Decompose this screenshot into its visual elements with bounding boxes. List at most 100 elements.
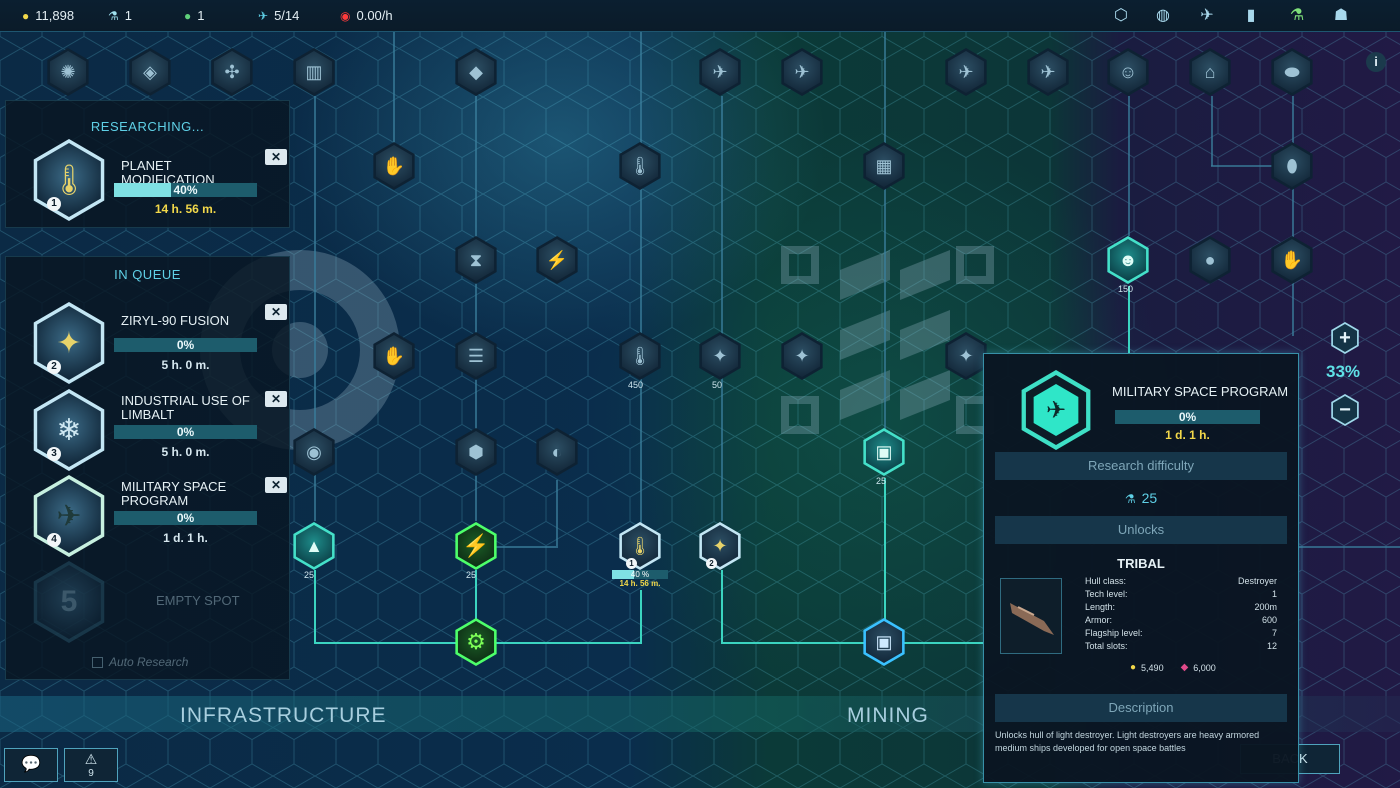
active-line	[721, 642, 983, 644]
research-icon[interactable]: ⚗	[1289, 7, 1305, 24]
description-header: Description	[995, 694, 1287, 722]
queue-index-badge: 2	[706, 558, 717, 569]
tree-line	[640, 30, 642, 525]
military-space-program-icon: ✈	[1021, 370, 1091, 450]
queue-index-badge: 3	[47, 447, 61, 461]
auto-research-checkbox[interactable]	[92, 656, 103, 668]
tree-line	[475, 96, 477, 521]
research-flask-icon: ⚗	[108, 8, 119, 23]
queue-panel: IN QUEUE ✦ 2 ZIRYL-90 FUSION 0% 5 h. 0 m…	[5, 256, 290, 680]
fleet-icon[interactable]: ✈	[1200, 7, 1214, 24]
ship-thumbnail	[1000, 578, 1062, 654]
credits-icon: ●	[22, 8, 30, 23]
ship-specs: Hull class:Destroyer Tech level:1 Length…	[1085, 575, 1277, 653]
rate-display: ◉0.00/h	[340, 8, 393, 23]
queue-index-badge: 1	[47, 197, 61, 211]
queue-item-ziryl[interactable]: ✦ 2 ZIRYL-90 FUSION 0% 5 h. 0 m. ✕	[6, 302, 291, 386]
queue-item-military[interactable]: ✈ 4 MILITARY SPACE PROGRAM 0% 1 d. 1 h. …	[6, 475, 291, 559]
research-time-left: 5 h. 0 m.	[161, 358, 210, 372]
queue-index-badge: 4	[47, 533, 61, 547]
tooltip-time: 1 d. 1 h.	[1165, 428, 1210, 442]
tech-cost-label: 150	[1118, 284, 1134, 294]
zoom-in-button[interactable]: +	[1331, 322, 1359, 354]
planet-modification-icon: 🌡	[33, 139, 105, 221]
spec-row: Length:200m	[1085, 602, 1277, 612]
zoom-out-button[interactable]: −	[1331, 394, 1359, 426]
active-line	[721, 570, 723, 644]
spec-row: Total slots:12	[1085, 641, 1277, 651]
tooltip-title: MILITARY SPACE PROGRAM	[1112, 384, 1289, 399]
spec-row: Armor:600	[1085, 615, 1277, 625]
crystal-icon: ◆	[1180, 662, 1189, 673]
tree-line	[1211, 165, 1291, 167]
ship-name: TRIBAL	[1117, 556, 1165, 571]
tree-line	[1211, 96, 1213, 166]
tech-cost-label: 50	[712, 380, 723, 390]
fleet-icon: ✈	[258, 8, 269, 23]
tree-line	[393, 30, 395, 150]
researching-panel: RESEARCHING... 🌡 1 PLANET MODIFICATION 4…	[5, 100, 290, 228]
tree-line	[1298, 546, 1400, 548]
resource-bar: ●11,898 ⚗1 ●1 ✈5/14 ◉0.00/h ⬡ ◍ ✈ ▮ ⚗ ☗	[0, 0, 1400, 32]
research-tooltip: ✈ MILITARY SPACE PROGRAM 0% 1 d. 1 h. Re…	[983, 353, 1299, 783]
spec-row: Tech level:1	[1085, 589, 1277, 599]
unlocks-header: Unlocks	[995, 516, 1287, 544]
queue-item-limbalt[interactable]: ❄ 3 INDUSTRIAL USE OF LIMBALT 0% 5 h. 0 …	[6, 389, 291, 473]
queue-index-badge: 1	[626, 558, 637, 569]
chat-button[interactable]: 💬	[4, 748, 58, 782]
alerts-button[interactable]: ⚠ 9	[64, 748, 118, 782]
empty-spot-label: EMPTY SPOT	[156, 593, 240, 608]
tech-cost-label: 25	[876, 476, 887, 486]
map-icon[interactable]: ⬡	[1114, 7, 1128, 24]
ship-icon: ✈	[1045, 396, 1067, 424]
remove-queue-item-button[interactable]: ✕	[265, 304, 287, 320]
research-progress-bar: 0%	[114, 338, 257, 352]
active-line	[1128, 286, 1130, 356]
research-points-display: ⚗1	[108, 8, 132, 23]
population-icon[interactable]: ☗	[1333, 7, 1349, 24]
auto-research-toggle[interactable]: Auto Research	[92, 655, 188, 669]
research-name: MILITARY SPACE PROGRAM	[121, 479, 227, 508]
description-text: Unlocks hull of light destroyer. Light d…	[995, 730, 1260, 753]
tree-line	[1292, 96, 1294, 336]
remove-queue-item-button[interactable]: ✕	[265, 477, 287, 493]
tree-line	[721, 96, 723, 521]
queue-empty-slot[interactable]: 5 EMPTY SPOT	[6, 561, 291, 645]
mining-emblem	[781, 246, 994, 434]
active-line	[640, 590, 642, 644]
research-difficulty-header: Research difficulty	[995, 452, 1287, 480]
category-infrastructure[interactable]: INFRASTRUCTURE	[180, 704, 387, 727]
info-icon[interactable]: i	[1366, 52, 1386, 72]
alerts-count: 9	[88, 768, 94, 779]
research-flask-icon: ⚗	[1124, 492, 1136, 506]
node-time-left: 14 h. 56 m.	[619, 579, 661, 588]
research-progress-bar: 0%	[114, 511, 257, 525]
planets-display: ●1	[184, 8, 205, 23]
active-line	[884, 478, 886, 622]
stats-icon[interactable]: ▮	[1246, 7, 1256, 24]
zoom-level: 33%	[1326, 362, 1361, 381]
fleet-display: ✈5/14	[258, 8, 300, 23]
researching-item[interactable]: 🌡 1 PLANET MODIFICATION 40% 14 h. 56 m. …	[6, 139, 291, 223]
credits-icon: ●	[1130, 662, 1137, 673]
spec-row: Flagship level:7	[1085, 628, 1277, 638]
remove-queue-item-button[interactable]: ✕	[265, 391, 287, 407]
cancel-research-button[interactable]: ✕	[265, 149, 287, 165]
tooltip-progress-bar: 0%	[1115, 410, 1260, 424]
tech-node-drone[interactable]: ✣	[211, 48, 253, 96]
node-progress-text: 40 %	[630, 570, 650, 579]
research-progress-bar: 0%	[114, 425, 257, 439]
tech-node-armor[interactable]: ◈	[129, 48, 171, 96]
category-mining[interactable]: MINING	[847, 704, 929, 727]
research-name: ZIRYL-90 FUSION	[121, 313, 230, 328]
ship-cost: ●5,490 ◆6,000	[1130, 662, 1216, 673]
spec-row: Hull class:Destroyer	[1085, 576, 1277, 586]
tree-line	[1128, 96, 1130, 236]
tech-cost-label: 25	[304, 570, 315, 580]
tree-line	[314, 96, 316, 521]
military-space-program-icon: ✈	[33, 475, 105, 557]
globe-icon[interactable]: ◍	[1156, 7, 1170, 24]
rate-icon: ◉	[340, 8, 351, 23]
research-difficulty-value: ⚗25	[1124, 490, 1158, 506]
active-line	[314, 570, 316, 644]
